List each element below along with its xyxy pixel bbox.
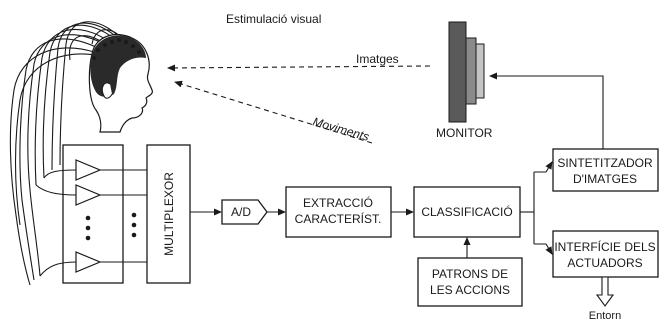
electrode-inputs bbox=[35, 169, 77, 277]
actuator-interface-label-1: INTERFÍCIE DELS bbox=[554, 239, 655, 254]
classification-label: CLASSIFICACIÓ bbox=[421, 204, 512, 219]
image-synthesizer-label-2: D'IMATGES bbox=[573, 172, 637, 186]
ad-label: A/D bbox=[231, 205, 251, 219]
multiplexor-block bbox=[146, 144, 191, 284]
visual-stimulation-label: Estimulació visual bbox=[226, 12, 321, 26]
head-with-electrodes-icon bbox=[9, 21, 153, 286]
feature-extraction-label-1: EXTRACCIÓ bbox=[303, 195, 373, 210]
environment-arrow-icon bbox=[595, 276, 615, 307]
action-patterns-block bbox=[417, 257, 523, 307]
image-synthesizer-label-1: SINTETITZADOR bbox=[557, 156, 653, 170]
monitor-label: MONITOR bbox=[436, 126, 493, 140]
images-dashed-arrow bbox=[167, 64, 431, 72]
movements-label: Moviments bbox=[311, 114, 371, 143]
synth-to-monitor-line bbox=[489, 72, 604, 149]
monitor-icon bbox=[448, 21, 485, 123]
classification-block bbox=[413, 186, 521, 238]
amplifier-ellipsis bbox=[85, 212, 137, 241]
classification-outputs bbox=[520, 161, 553, 255]
action-patterns-label-1: PATRONS DE bbox=[432, 267, 508, 281]
feature-extraction-label-2: CARACTERÍST. bbox=[295, 211, 382, 226]
movements-dashed-arrow bbox=[174, 80, 373, 144]
image-synthesizer-block bbox=[552, 148, 659, 192]
environment-label: Entorn bbox=[589, 310, 621, 322]
action-patterns-label-2: LES ACCIONS bbox=[430, 283, 510, 297]
ad-converter-block bbox=[221, 199, 268, 225]
actuator-interface-label-2: ACTUADORS bbox=[567, 256, 642, 270]
multiplexor-label: MULTIPLEXOR bbox=[162, 172, 176, 256]
images-label: Imatges bbox=[356, 52, 399, 66]
feature-extraction-block bbox=[285, 186, 392, 238]
amplifier-outputs bbox=[100, 169, 147, 263]
actuator-interface-block bbox=[552, 230, 659, 278]
